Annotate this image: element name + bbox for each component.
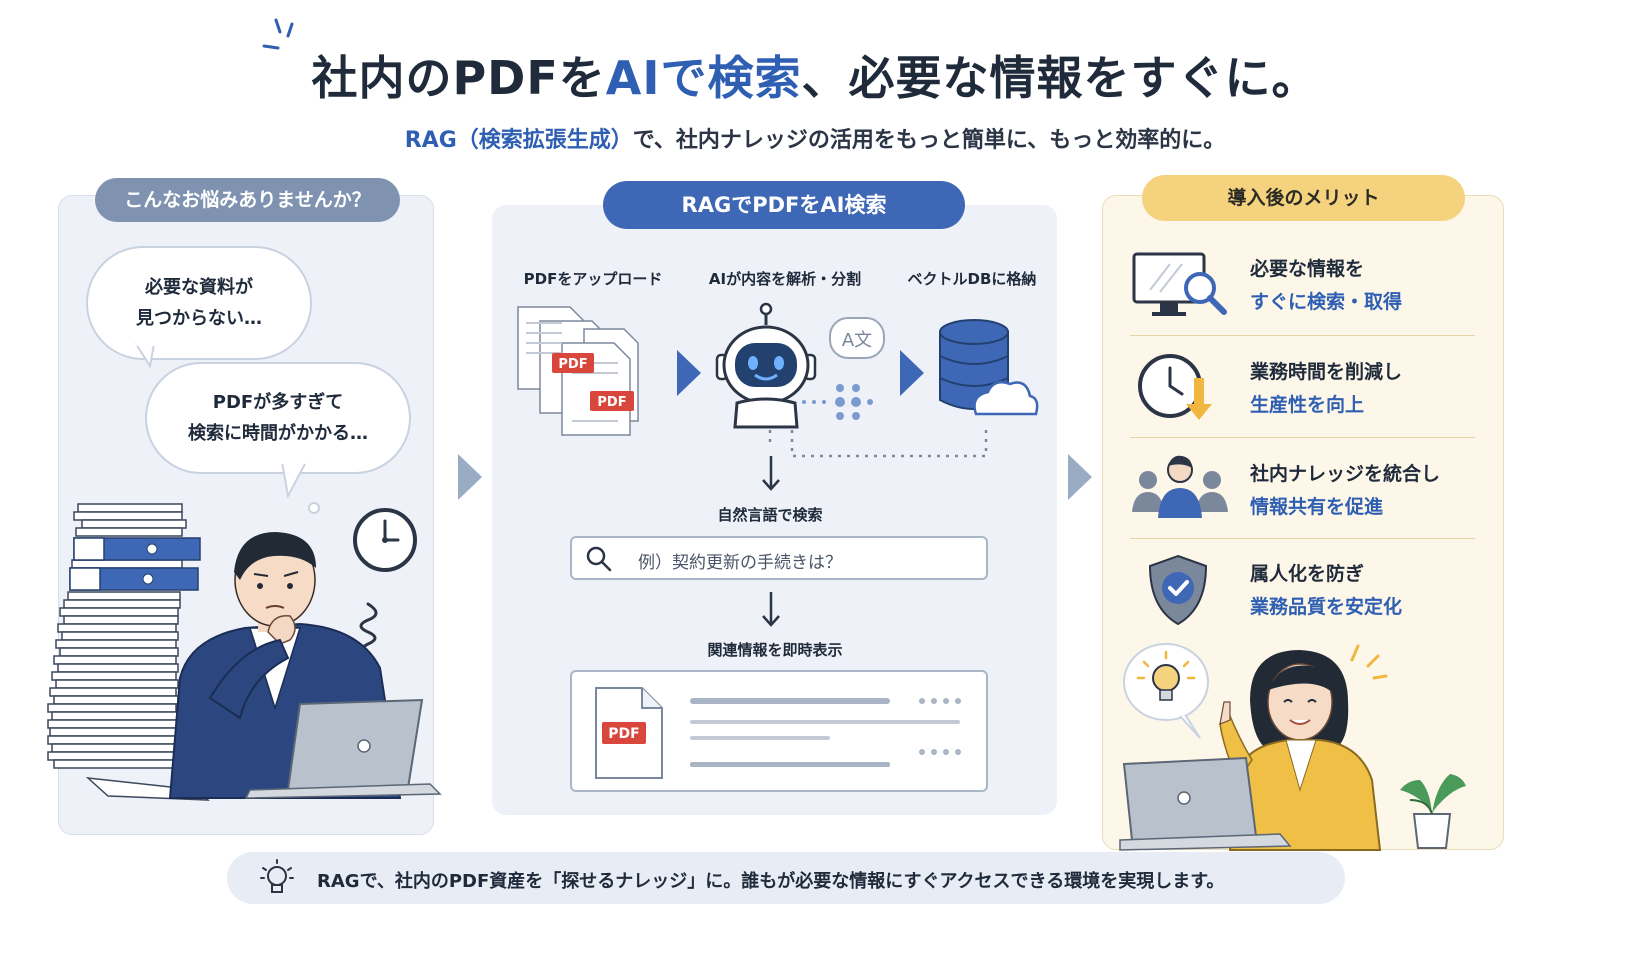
step-display-label: 関連情報を即時表示	[707, 641, 843, 659]
pdf-badge-1: PDF	[558, 357, 587, 372]
step-arrow-2	[900, 350, 924, 396]
merit-knowledge-line1: 社内ナレッジを統合し	[1250, 463, 1441, 485]
bubble1-tail	[134, 342, 156, 369]
vector-dots-icon	[802, 384, 873, 420]
translate-glyph: A文	[842, 330, 872, 351]
speech-bubble-too-many-pdfs: PDFが多すぎて 検索に時間がかかる…	[145, 362, 411, 474]
lightbulb-icon	[260, 859, 294, 893]
result-pdf-icon: PDF	[595, 687, 663, 779]
process-heading: RAGでPDFをAI検索	[603, 181, 965, 229]
merit-knowledge-line2: 情報共有を促進	[1250, 496, 1384, 518]
speech-bubble-missing-docs: 必要な資料が 見つからない…	[86, 246, 312, 360]
dotted-connector	[768, 430, 988, 458]
merit-search-line2: すぐに検索・取得	[1250, 291, 1403, 313]
merit-productivity-line1: 業務時間を削減し	[1250, 361, 1403, 383]
merit-divider	[1130, 335, 1475, 336]
page-title: 社内のPDFをAIで検索、必要な情報をすぐに。	[0, 42, 1630, 108]
title-accent: AIで検索	[605, 51, 802, 105]
step-arrow-1	[677, 350, 701, 396]
merit-productivity-line2: 生産性を向上	[1250, 394, 1365, 416]
problem-heading: こんなお悩みありませんか？	[95, 178, 400, 222]
title-part1: 社内のPDFを	[311, 51, 606, 105]
result-text-lines	[690, 698, 961, 767]
result-pdf-badge: PDF	[608, 726, 639, 742]
ai-robot-icon	[715, 302, 817, 429]
bubble1-line1: 必要な資料が	[145, 277, 253, 298]
shield-check-icon	[1148, 554, 1208, 626]
translate-icon: A文	[829, 317, 885, 359]
pdf-documents-icon: PDF PDF	[517, 306, 639, 436]
down-arrow-2	[762, 592, 780, 627]
footer-banner: RAGで、社内のPDF資産を「探せるナレッジ」に。誰もが必要な情報にすぐアクセス…	[227, 852, 1345, 904]
merit-search-line1: 必要な情報を	[1250, 258, 1365, 280]
search-placeholder: 例）契約更新の手続きは？	[638, 553, 842, 573]
result-card[interactable]: PDF	[570, 670, 988, 792]
subtitle-accent: RAG（検索拡張生成）	[404, 128, 633, 153]
clock-down-icon	[1138, 354, 1212, 420]
merit-quality-line2: 業務品質を安定化	[1250, 596, 1403, 618]
vector-database-icon	[939, 319, 1039, 416]
bubble1-line2: 見つからない…	[136, 308, 262, 329]
document-stack-illustration	[47, 503, 210, 801]
page-subtitle: RAG（検索拡張生成）で、社内ナレッジの活用をもっと簡単に、もっと効率的に。	[0, 122, 1630, 154]
merit-quality-line1: 属人化を防ぎ	[1250, 563, 1365, 585]
step-store-label: ベクトルDBに格納	[907, 270, 1037, 288]
step-upload-label: PDFをアップロード	[523, 270, 663, 288]
search-input[interactable]: 例）契約更新の手続きは？	[570, 536, 988, 580]
bubble2-tail	[280, 460, 320, 514]
footer-text: RAGで、社内のPDF資産を「探せるナレッジ」に。誰もが必要な情報にすぐアクセス…	[317, 871, 1225, 892]
bubble2-line1: PDFが多すぎて	[212, 392, 344, 413]
monitor-search-icon	[1132, 252, 1227, 316]
pdf-badge-2: PDF	[597, 395, 626, 410]
down-arrow-1	[762, 456, 780, 491]
merit-divider	[1130, 437, 1475, 438]
merit-item-quality: 属人化を防ぎ 業務品質を安定化	[1250, 558, 1402, 624]
title-part2: 、必要な情報をすぐに。	[801, 51, 1319, 105]
merit-divider	[1130, 538, 1475, 539]
merit-heading: 導入後のメリット	[1142, 175, 1465, 221]
step-query-label: 自然言語で検索	[717, 506, 823, 524]
step-analyze-label: AIが内容を解析・分割	[708, 270, 862, 288]
sparkle-decoration-icon	[262, 18, 294, 50]
worried-businessman-illustration	[168, 532, 442, 799]
flow-arrow-left	[458, 454, 482, 500]
merit-item-knowledge: 社内ナレッジを統合し 情報共有を促進	[1250, 458, 1440, 524]
subtitle-rest: で、社内ナレッジの活用をもっと簡単に、もっと効率的に。	[632, 128, 1226, 153]
merit-item-search: 必要な情報を すぐに検索・取得	[1250, 253, 1402, 319]
bubble2-line2: 検索に時間がかかる…	[188, 423, 368, 444]
clock-icon	[353, 508, 417, 572]
merit-item-productivity: 業務時間を削減し 生産性を向上	[1250, 356, 1402, 422]
idea-bubble-lightbulb-icon	[1123, 643, 1209, 739]
happy-businesswoman-illustration	[1119, 644, 1466, 851]
search-icon	[586, 546, 612, 572]
flow-arrow-right	[1068, 454, 1092, 500]
team-icon	[1132, 455, 1228, 518]
